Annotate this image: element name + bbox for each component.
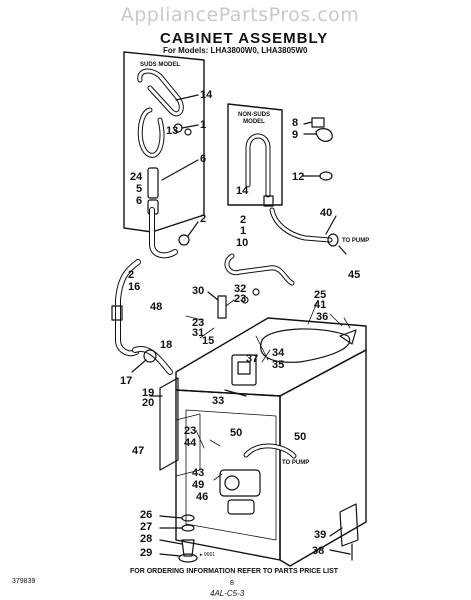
pump-hose	[269, 207, 347, 255]
callout-5: 5	[136, 183, 143, 195]
callout-20: 20	[142, 397, 155, 409]
diagram-title: CABINET ASSEMBLY	[160, 30, 329, 47]
page-number: 8	[230, 580, 234, 587]
callout-10: 10	[236, 237, 249, 249]
callout-39: 39	[314, 529, 327, 541]
callout-1: 1	[200, 119, 207, 131]
non-suds-line-1: NON-SUDS	[237, 112, 270, 118]
cabinet-body	[149, 317, 367, 567]
callout-23-mid: 23	[192, 317, 205, 329]
document-number: 379839	[12, 578, 36, 585]
callout-18: 18	[160, 339, 173, 351]
callout-50: 50	[230, 427, 243, 439]
callout-9: 9	[292, 129, 299, 141]
suds-model-label: SUDS MODEL	[140, 62, 181, 68]
water-valve-assembly	[207, 253, 295, 319]
callout-23-lower: 23	[184, 425, 197, 437]
callout-44: 44	[184, 437, 197, 449]
drain-hose-assembly	[111, 259, 173, 375]
callout-41: 41	[314, 299, 327, 311]
callout-24: 24	[130, 171, 143, 183]
callout-2: 2	[200, 213, 207, 225]
callout-14-non-suds: 14	[236, 185, 249, 197]
callout-43: 43	[192, 467, 205, 479]
figure-reference: ▸ 9661	[200, 552, 216, 558]
callout-31: 31	[192, 327, 205, 339]
callout-6-lower: 6	[136, 195, 143, 207]
callout-33: 33	[212, 395, 225, 407]
callout-17: 17	[120, 375, 133, 387]
to-pump-label-lower: TO PUMP	[282, 460, 310, 466]
callout-16: 16	[128, 281, 141, 293]
callout-46: 46	[196, 491, 209, 503]
leader-lines	[185, 299, 351, 481]
handwritten-note: 4AL-C5-3	[210, 589, 245, 598]
callout-14: 14	[200, 89, 213, 101]
callout-13: 13	[166, 125, 179, 137]
callout-8: 8	[292, 117, 299, 129]
callout-34: 34	[272, 347, 285, 359]
callout-25: 25	[314, 289, 327, 301]
callout-23: 23	[234, 293, 247, 305]
callout-36: 36	[316, 311, 329, 323]
callout-28: 28	[140, 533, 153, 545]
callout-2-mid: 2	[240, 214, 247, 226]
non-suds-model-label: NON-SUDS MODEL	[232, 112, 276, 126]
callout-26: 26	[140, 509, 153, 521]
callout-30: 30	[192, 285, 205, 297]
callout-19: 19	[142, 387, 155, 399]
callout-37: 37	[246, 353, 259, 365]
callout-32: 32	[234, 283, 247, 295]
callout-1-mid: 1	[240, 225, 247, 237]
callout-6: 6	[200, 153, 207, 165]
ordering-footer: FOR ORDERING INFORMATION REFER TO PARTS …	[130, 568, 339, 575]
callout-2-left: 2	[128, 269, 135, 281]
callout-35: 35	[272, 359, 285, 371]
non-suds-line-2: MODEL	[243, 119, 265, 125]
callout-38: 38	[312, 545, 325, 557]
callout-49: 49	[192, 479, 205, 491]
callout-29: 29	[140, 547, 153, 559]
callout-47: 47	[132, 445, 145, 457]
diagram-subtitle: For Models: LHA3800W0, LHA3805W0	[163, 46, 308, 55]
callout-15: 15	[202, 335, 215, 347]
callout-12: 12	[292, 171, 305, 183]
watermark-text: AppliancePartsPros.com	[120, 4, 360, 26]
non-suds-model-panel	[227, 103, 333, 207]
suds-model-panel	[123, 51, 205, 259]
callout-45: 45	[348, 269, 361, 281]
to-pump-label-upper: TO PUMP	[342, 238, 370, 244]
callout-50-right: 50	[294, 431, 307, 443]
callout-48: 48	[150, 301, 163, 313]
callout-27: 27	[140, 521, 153, 533]
callout-40: 40	[320, 207, 333, 219]
